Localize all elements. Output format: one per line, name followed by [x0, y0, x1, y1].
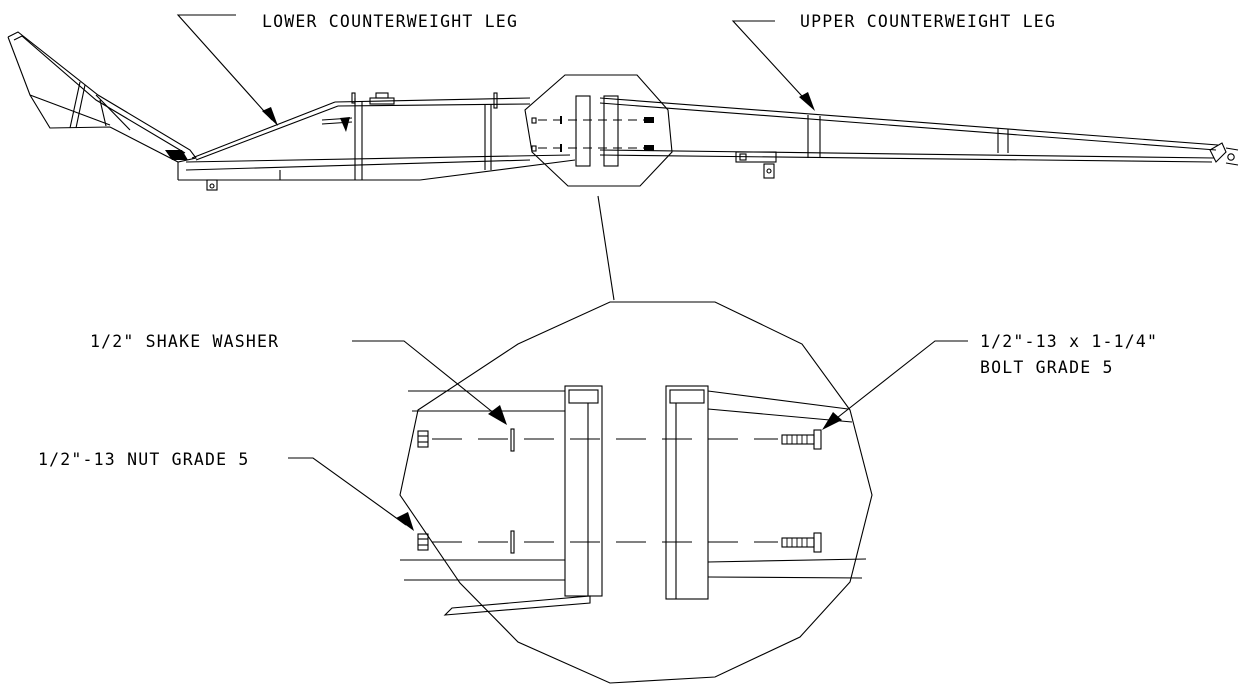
detail-marker-circle	[524, 74, 673, 187]
label-bolt-size: 1/2"-13 x 1-1/4"	[980, 332, 1158, 351]
detail-leader-line	[597, 195, 615, 301]
bolt-lower	[781, 532, 822, 553]
nut-lower	[417, 533, 429, 551]
detail-view-outline	[399, 301, 873, 684]
shake-washer-lower	[510, 530, 515, 554]
upper-leg-body	[599, 97, 1239, 179]
lower-leg-cage	[7, 31, 197, 163]
callout-lower-leg: LOWER COUNTERWEIGHT LEG	[176, 12, 518, 126]
counterweight-assembly-overview	[7, 31, 1239, 301]
callout-upper-leg: UPPER COUNTERWEIGHT LEG	[731, 12, 1056, 111]
nut-upper	[417, 430, 429, 448]
detail-left-tube	[400, 385, 603, 616]
lower-leg-body	[177, 92, 576, 191]
detail-view	[399, 301, 873, 684]
detail-right-tube	[665, 385, 867, 600]
label-nut: 1/2"-13 NUT GRADE 5	[38, 450, 250, 469]
callout-shake-washer: 1/2" SHAKE WASHER	[90, 332, 507, 425]
label-lower-counterweight-leg: LOWER COUNTERWEIGHT LEG	[262, 12, 518, 31]
callout-bolt: 1/2"-13 x 1-1/4" BOLT GRADE 5	[822, 332, 1158, 430]
label-shake-washer: 1/2" SHAKE WASHER	[90, 332, 279, 351]
bolt-upper	[781, 429, 822, 450]
shake-washer-upper	[510, 428, 515, 452]
callout-nut: 1/2"-13 NUT GRADE 5	[38, 450, 414, 531]
label-upper-counterweight-leg: UPPER COUNTERWEIGHT LEG	[800, 12, 1056, 31]
label-bolt-grade: BOLT GRADE 5	[980, 358, 1114, 377]
